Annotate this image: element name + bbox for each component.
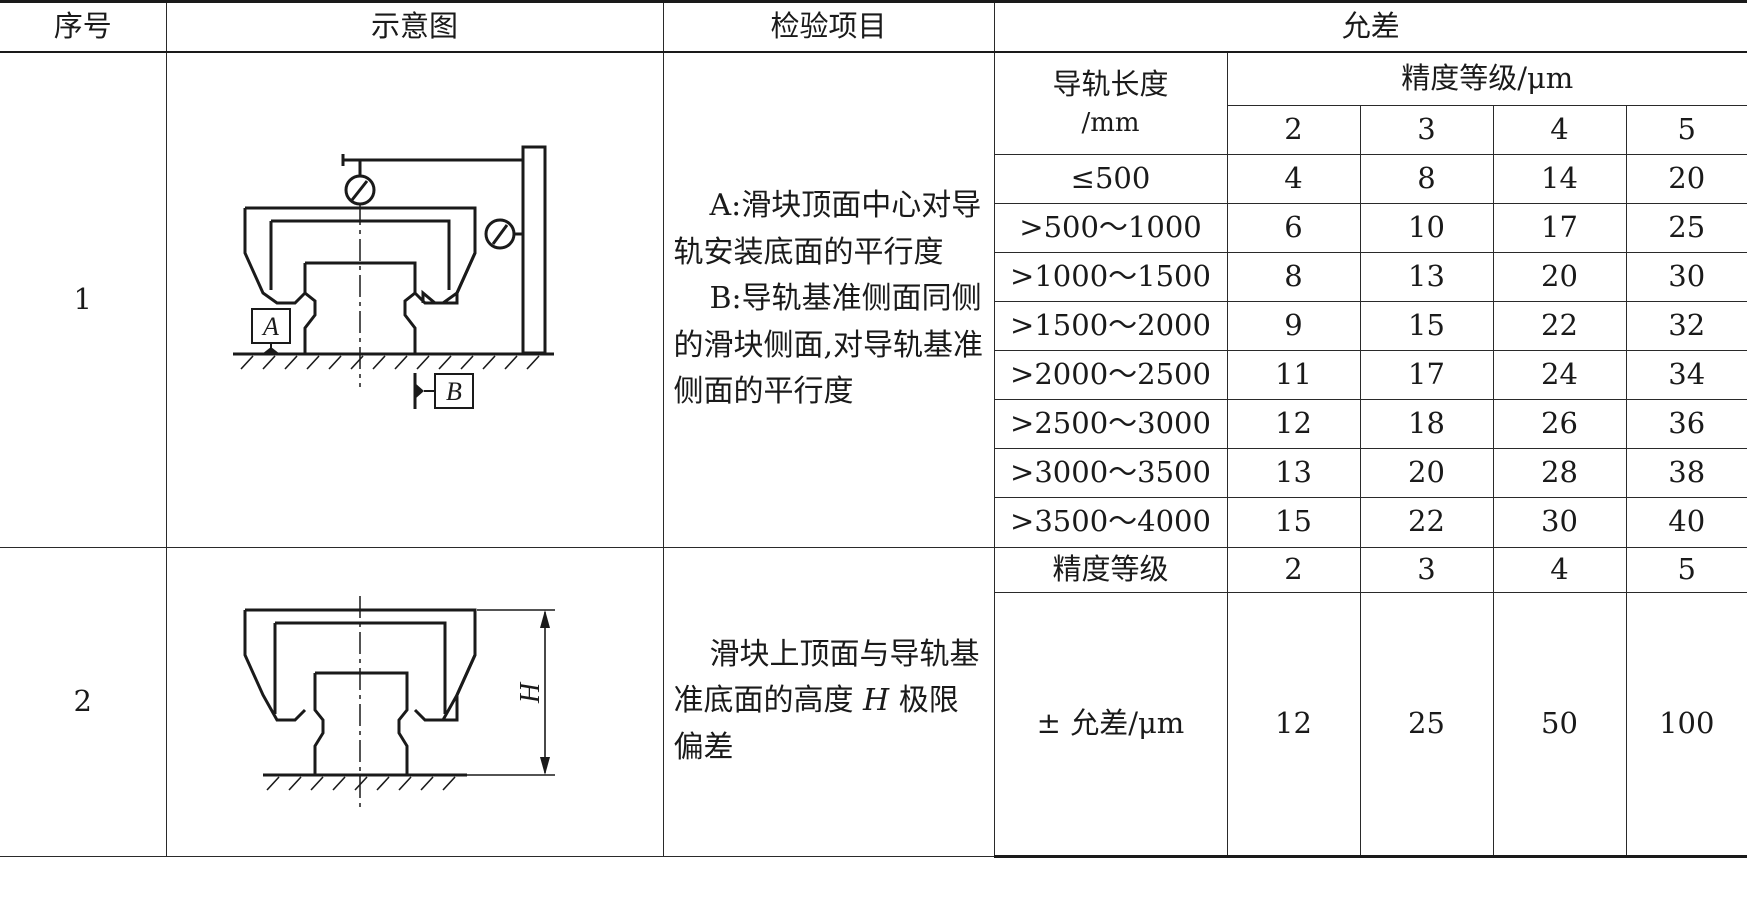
row1-grade-2: 2 bbox=[1227, 105, 1361, 155]
slider-parallelism-diagram: A B bbox=[232, 145, 554, 409]
row1-len-header: 导轨长度 /mm bbox=[993, 51, 1228, 155]
value-cell: 18 bbox=[1359, 399, 1494, 450]
len-cell: ≤500 bbox=[994, 153, 1228, 204]
value-cell: 12 bbox=[1226, 591, 1361, 858]
value-cell: 20 bbox=[1492, 251, 1627, 302]
table-row: >3500～4000 15 22 30 40 bbox=[0, 497, 1747, 548]
row1-grade-3: 3 bbox=[1359, 105, 1494, 155]
value-cell: 8 bbox=[1359, 153, 1494, 204]
value-cell: 20 bbox=[1359, 448, 1494, 499]
row1-len-header-1: 导轨长度 bbox=[1052, 66, 1169, 101]
row1-grade-header: 精度等级/μm bbox=[1226, 50, 1747, 107]
value-cell: 32 bbox=[1625, 300, 1747, 351]
row2-subheader: 2 bbox=[0, 546, 1747, 857]
header-item: 检验项目 bbox=[662, 0, 995, 53]
len-cell: >500～1000 bbox=[994, 202, 1228, 253]
value-cell: 22 bbox=[1492, 300, 1627, 351]
value-cell: 24 bbox=[1492, 349, 1627, 401]
value-cell: 17 bbox=[1492, 202, 1627, 253]
value-cell: 14 bbox=[1492, 153, 1627, 204]
row2-grade-4: 4 bbox=[1492, 546, 1627, 593]
row1-len-header-2: /mm bbox=[1081, 107, 1140, 138]
value-cell: 11 bbox=[1226, 349, 1361, 401]
value-cell: 30 bbox=[1625, 251, 1747, 302]
header-row: 序号 示意图 检验项目 允差 bbox=[0, 0, 1747, 53]
header-diagram: 示意图 bbox=[165, 0, 664, 53]
table-row: ≤500 4 8 14 20 bbox=[0, 153, 1747, 204]
len-cell: >2000～2500 bbox=[994, 349, 1228, 401]
value-cell: 20 bbox=[1625, 153, 1747, 204]
value-cell: 34 bbox=[1625, 349, 1747, 401]
table-row: >2500～3000 12 18 26 36 bbox=[0, 399, 1747, 450]
row1-subheader-a: 1 bbox=[0, 50, 1747, 548]
value-cell: 22 bbox=[1359, 497, 1494, 548]
table-row: >1500～2000 9 15 22 32 bbox=[0, 300, 1747, 351]
row2-tol-label: ± 允差/μm bbox=[994, 591, 1228, 858]
value-cell: 26 bbox=[1492, 399, 1627, 450]
dimension-h-label: H bbox=[515, 681, 546, 704]
value-cell: 8 bbox=[1226, 251, 1361, 302]
row2-diagram: H bbox=[165, 546, 664, 857]
row1-subheader-b: 2 3 4 5 bbox=[0, 105, 1747, 155]
len-cell: >1000～1500 bbox=[994, 251, 1228, 302]
row2-item-h: H bbox=[863, 683, 890, 719]
value-cell: 28 bbox=[1492, 448, 1627, 499]
value-cell: 12 bbox=[1226, 399, 1361, 450]
value-cell: 6 bbox=[1226, 202, 1361, 253]
header-tolerance: 允差 bbox=[993, 0, 1747, 53]
value-cell: 38 bbox=[1625, 448, 1747, 499]
value-cell: 36 bbox=[1625, 399, 1747, 450]
row1-item: A:滑块顶面中心对导轨安装底面的平行度 B:导轨基准侧面同侧的滑块侧面,对导轨基… bbox=[662, 51, 995, 548]
value-cell: 40 bbox=[1625, 497, 1747, 548]
len-cell: >3500～4000 bbox=[994, 497, 1228, 548]
row1-grade-5: 5 bbox=[1625, 105, 1747, 155]
value-cell: 100 bbox=[1625, 591, 1747, 858]
header-no: 序号 bbox=[0, 0, 167, 53]
len-cell: >1500～2000 bbox=[994, 300, 1228, 351]
value-cell: 50 bbox=[1492, 591, 1627, 858]
row1-grade-4: 4 bbox=[1492, 105, 1627, 155]
value-cell: 10 bbox=[1359, 202, 1494, 253]
value-cell: 15 bbox=[1359, 300, 1494, 351]
row2-grade-2: 2 bbox=[1226, 546, 1361, 593]
value-cell: 25 bbox=[1359, 591, 1494, 858]
value-cell: 15 bbox=[1226, 497, 1361, 548]
len-cell: >3000～3500 bbox=[994, 448, 1228, 499]
row1-item-a: A:滑块顶面中心对导轨安装底面的平行度 bbox=[673, 188, 982, 270]
value-cell: 4 bbox=[1226, 153, 1361, 204]
row2-no: 2 bbox=[0, 546, 167, 857]
value-cell: 13 bbox=[1359, 251, 1494, 302]
slider-height-diagram: H bbox=[243, 595, 555, 810]
value-cell: 13 bbox=[1226, 448, 1361, 499]
value-cell: 9 bbox=[1226, 300, 1361, 351]
row1-diagram: A B bbox=[165, 51, 664, 548]
row2-values: ± 允差/μm 12 25 50 100 bbox=[0, 591, 1747, 858]
row2-item-post: 极限偏差 bbox=[673, 683, 959, 765]
spec-table: 序号 示意图 检验项目 允差 1 bbox=[0, 0, 1747, 858]
datum-b-label: B bbox=[446, 377, 462, 406]
row2-grade-5: 5 bbox=[1625, 546, 1747, 593]
row1-item-b: B:导轨基准侧面同侧的滑块侧面,对导轨基准侧面的平行度 bbox=[673, 281, 984, 410]
value-cell: 30 bbox=[1492, 497, 1627, 548]
row2-grade-label: 精度等级 bbox=[993, 546, 1228, 593]
value-cell: 25 bbox=[1625, 202, 1747, 253]
row2-item: 滑块上顶面与导轨基准底面的高度 H 极限偏差 bbox=[662, 546, 995, 857]
datum-a-label: A bbox=[261, 312, 279, 341]
row1-no: 1 bbox=[0, 51, 167, 548]
len-cell: >2500～3000 bbox=[994, 399, 1228, 450]
value-cell: 17 bbox=[1359, 349, 1494, 401]
table-row: >500～1000 6 10 17 25 bbox=[0, 202, 1747, 253]
row2-item-pre: 滑块上顶面与导轨基准底面的高度 bbox=[673, 636, 980, 719]
row2-grade-3: 3 bbox=[1359, 546, 1494, 593]
